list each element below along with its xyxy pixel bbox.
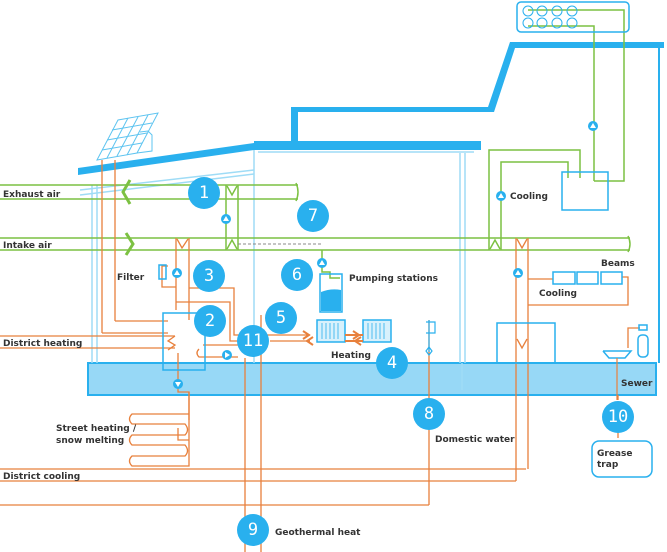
label-pumping-stations: Pumping stations (349, 274, 438, 284)
pump-icons (172, 121, 598, 389)
label-snow-melting: snow melting (56, 436, 124, 446)
solar-panel (96, 112, 159, 161)
pump-icon (222, 350, 232, 360)
label-cooling-top: Cooling (510, 192, 548, 202)
label-cooling-beams: Cooling (539, 289, 577, 299)
roofs (78, 42, 664, 175)
air-ducts (0, 9, 631, 279)
pump-icon (221, 214, 231, 224)
flow-arrows-icon (302, 330, 363, 346)
heat-exchanger-box (162, 312, 206, 371)
pump-icon (513, 268, 523, 278)
pump-icon (496, 191, 506, 201)
street-heating-coil (128, 392, 190, 467)
label-sewer: Sewer (621, 379, 653, 389)
marker-4[interactable]: 4 (376, 347, 408, 379)
svg-text:6: 6 (292, 265, 302, 285)
label-beams: Beams (601, 259, 635, 269)
label-intake-air: Intake air (3, 241, 52, 251)
svg-text:3: 3 (204, 266, 214, 286)
label-grease: Grease (597, 449, 632, 459)
radiators (316, 319, 392, 343)
marker-8[interactable]: 8 (413, 398, 445, 430)
label-domestic-water: Domestic water (435, 435, 515, 445)
fan-icons (522, 5, 578, 29)
pump-icon (317, 258, 327, 268)
rooftop-fan-unit (516, 1, 630, 33)
filter-icon (158, 264, 167, 280)
label-trap: trap (597, 460, 619, 470)
pump-icon (172, 268, 182, 278)
svg-text:2: 2 (205, 311, 215, 331)
pump-icon (173, 379, 183, 389)
svg-text:1: 1 (199, 183, 209, 203)
marker-3[interactable]: 3 (193, 260, 225, 292)
marker-11[interactable]: 11 (237, 325, 269, 357)
cooling-beams (552, 271, 623, 285)
cooling-unit-box (561, 171, 609, 211)
svg-text:9: 9 (248, 520, 258, 540)
pump-icon (588, 121, 598, 131)
intake-arrow-icon (124, 232, 135, 256)
pumping-tank (319, 273, 343, 313)
label-heating: Heating (331, 351, 371, 361)
domestic-water-fixture (425, 320, 436, 356)
marker-7[interactable]: 7 (297, 200, 329, 232)
marker-2[interactable]: 2 (194, 305, 226, 337)
label-district-heating: District heating (3, 339, 82, 349)
marker-1[interactable]: 1 (188, 177, 220, 209)
svg-text:11: 11 (243, 331, 263, 351)
svg-text:8: 8 (424, 404, 434, 424)
sewer-fixtures (602, 324, 649, 359)
label-exhaust-air: Exhaust air (3, 190, 61, 200)
marker-9[interactable]: 9 (237, 514, 269, 546)
exhaust-arrow-icon (121, 179, 132, 205)
label-street-heating: Street heating / (56, 424, 137, 434)
svg-text:4: 4 (387, 353, 397, 373)
cooling-exchanger-box (496, 322, 556, 364)
svg-text:7: 7 (308, 206, 318, 226)
basement-band (87, 362, 657, 396)
grease-trap-box (591, 440, 653, 478)
marker-5[interactable]: 5 (265, 302, 297, 334)
marker-6[interactable]: 6 (281, 259, 313, 291)
label-geothermal-heat: Geothermal heat (275, 528, 361, 538)
building-walls (79, 150, 474, 390)
svg-text:10: 10 (608, 407, 628, 427)
marker-10[interactable]: 10 (602, 401, 634, 433)
svg-text:5: 5 (276, 308, 286, 328)
tank-water (321, 289, 341, 311)
label-filter: Filter (117, 273, 145, 283)
label-district-cooling: District cooling (3, 472, 80, 482)
